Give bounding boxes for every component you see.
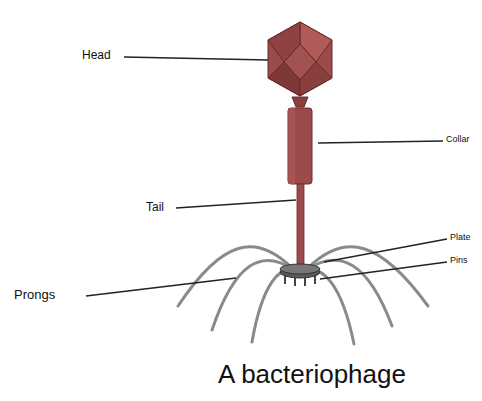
head: [268, 22, 332, 96]
part-label: Collar: [446, 135, 470, 145]
collar: [288, 108, 312, 184]
leader-lines: [86, 57, 447, 296]
part-label: Head: [82, 49, 111, 62]
part-label: Tail: [146, 201, 164, 214]
tail: [297, 184, 304, 266]
part-label: Prongs: [14, 288, 55, 302]
caption: A bacteriophage: [218, 360, 406, 389]
pins: [285, 275, 315, 286]
neck: [292, 97, 308, 107]
part-label: Pins: [450, 256, 468, 266]
part-label: Plate: [450, 233, 471, 243]
